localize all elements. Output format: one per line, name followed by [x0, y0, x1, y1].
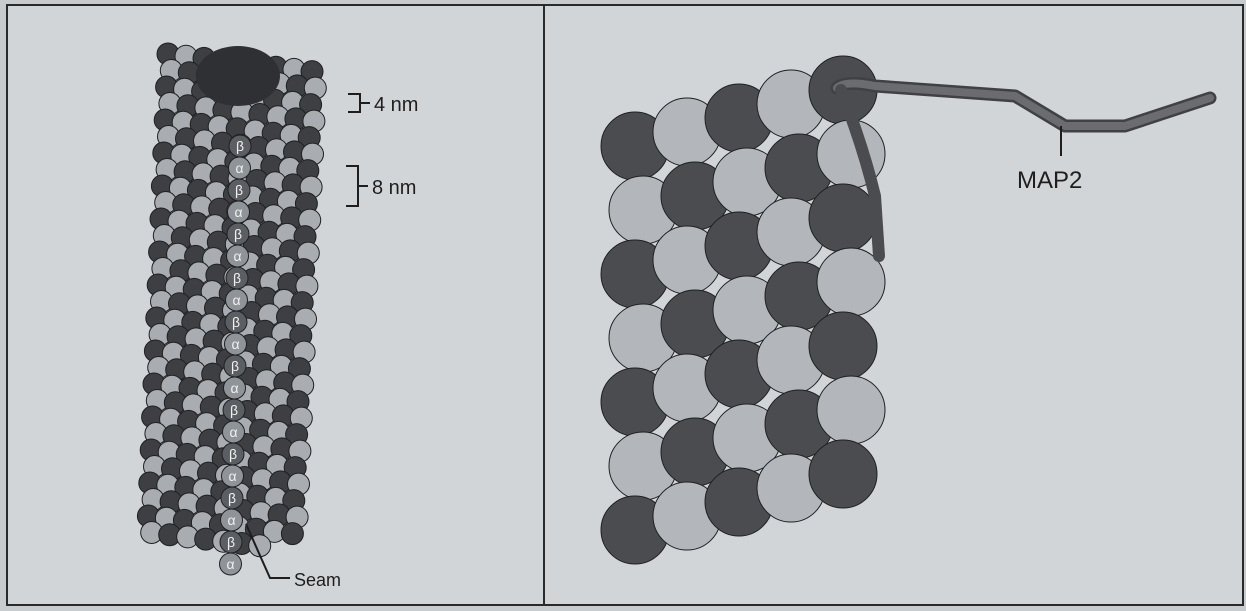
- seam-subunit-label: α: [231, 336, 239, 352]
- seam-subunit-label: β: [229, 446, 237, 462]
- label-8nm: 8 nm: [372, 177, 416, 199]
- seam-subunit-label: α: [226, 556, 234, 572]
- bracket-4nm: 4 nm: [348, 94, 418, 116]
- seam-subunit-label: α: [232, 292, 240, 308]
- seam-subunit-label: α: [233, 248, 241, 264]
- seam-subunit-label: β: [235, 182, 243, 198]
- tubulin-subunit: [809, 312, 877, 380]
- seam-subunit-label: β: [228, 490, 236, 506]
- label-4nm: 4 nm: [374, 94, 418, 116]
- label-seam: Seam: [294, 570, 341, 590]
- seam-subunit-label: α: [227, 512, 235, 528]
- seam-subunit-label: β: [234, 226, 242, 242]
- label-map2: MAP2: [1017, 167, 1082, 194]
- seam-subunit-label: β: [230, 402, 238, 418]
- seam-subunit-label: β: [231, 358, 239, 374]
- seam-subunit-label: α: [228, 468, 236, 484]
- seam-subunit-label: β: [227, 534, 235, 550]
- tubulin-sphere: [281, 523, 303, 545]
- tubulin-subunits: [601, 56, 885, 564]
- bracket-8nm: 8 nm: [346, 166, 416, 206]
- tubulin-subunit: [809, 184, 877, 252]
- tubulin-subunit: [817, 376, 885, 444]
- seam-subunit-label: α: [235, 160, 243, 176]
- tube-lumen: [196, 46, 280, 106]
- seam-subunit-label: β: [236, 138, 244, 154]
- seam-subunit-label: α: [229, 424, 237, 440]
- map2-binding-diagram: MAP2: [545, 6, 1242, 604]
- map2-protein: MAP2: [837, 83, 1210, 256]
- seam-subunit-label: α: [234, 204, 242, 220]
- seam-subunit-label: β: [232, 314, 240, 330]
- seam-subunit-label: α: [230, 380, 238, 396]
- seam-subunit-label: β: [233, 270, 241, 286]
- tubulin-subunit: [809, 440, 877, 508]
